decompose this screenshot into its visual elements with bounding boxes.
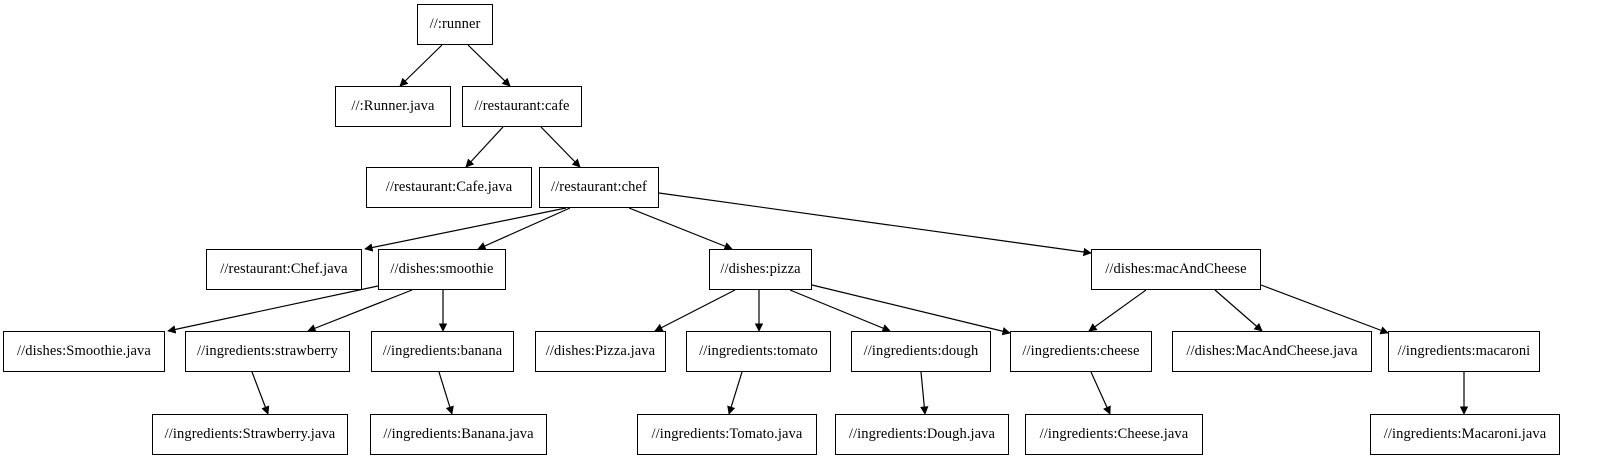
graph-node-label: //dishes:smoothie [390, 261, 494, 278]
graph-node-label: //ingredients:Banana.java [383, 426, 534, 443]
graph-node-label: //dishes:Smoothie.java [17, 343, 151, 360]
graph-node-dishes_macandcheese[interactable]: //dishes:macAndCheese [1091, 249, 1261, 290]
graph-node-ing_dough[interactable]: //ingredients:dough [851, 331, 991, 372]
graph-node-cheese_java[interactable]: //ingredients:Cheese.java [1025, 414, 1203, 455]
graph-node-label: //:Runner.java [351, 98, 435, 115]
graph-node-label: //:runner [429, 16, 481, 33]
graph-node-label: //restaurant:cafe [474, 98, 570, 115]
graph-node-label: //ingredients:tomato [699, 343, 818, 360]
graph-node-macaroni_java[interactable]: //ingredients:Macaroni.java [1370, 414, 1560, 455]
graph-node-macandcheese_java[interactable]: //dishes:MacAndCheese.java [1172, 331, 1372, 372]
graph-node-label: //ingredients:Cheese.java [1039, 426, 1189, 443]
graph-node-smoothie_java[interactable]: //dishes:Smoothie.java [3, 331, 165, 372]
graph-node-tomato_java[interactable]: //ingredients:Tomato.java [637, 414, 817, 455]
graph-node-runner[interactable]: //:runner [417, 4, 493, 45]
graph-node-label: //ingredients:Tomato.java [651, 426, 803, 443]
graph-node-strawberry_java[interactable]: //ingredients:Strawberry.java [152, 414, 348, 455]
graph-node-pizza_java[interactable]: //dishes:Pizza.java [535, 331, 666, 372]
graph-node-cafe_java[interactable]: //restaurant:Cafe.java [366, 167, 532, 208]
graph-node-ing_macaroni[interactable]: //ingredients:macaroni [1388, 331, 1540, 372]
graph-node-label: //restaurant:Chef.java [220, 261, 348, 278]
graph-node-label: //ingredients:banana [382, 343, 503, 360]
graph-node-ing_cheese[interactable]: //ingredients:cheese [1010, 331, 1152, 372]
graph-node-label: //dishes:macAndCheese [1105, 261, 1247, 278]
graph-node-label: //ingredients:Dough.java [848, 426, 996, 443]
graph-node-runner_java[interactable]: //:Runner.java [335, 86, 451, 127]
graph-node-label: //ingredients:Macaroni.java [1383, 426, 1547, 443]
graph-node-label: //ingredients:macaroni [1397, 343, 1531, 360]
graph-node-label: //ingredients:Strawberry.java [164, 426, 336, 443]
graph-node-label: //ingredients:cheese [1022, 343, 1140, 360]
graph-node-label: //ingredients:strawberry [197, 343, 338, 360]
graph-node-dishes_smoothie[interactable]: //dishes:smoothie [378, 249, 506, 290]
graph-node-banana_java[interactable]: //ingredients:Banana.java [370, 414, 547, 455]
graph-node-ing_banana[interactable]: //ingredients:banana [371, 331, 514, 372]
graph-node-ing_strawberry[interactable]: //ingredients:strawberry [185, 331, 350, 372]
graph-node-restaurant_cafe[interactable]: //restaurant:cafe [462, 86, 582, 127]
graph-node-label: //restaurant:Cafe.java [385, 179, 513, 196]
graph-node-ing_tomato[interactable]: //ingredients:tomato [686, 331, 831, 372]
graph-node-dishes_pizza[interactable]: //dishes:pizza [709, 249, 812, 290]
graph-node-dough_java[interactable]: //ingredients:Dough.java [835, 414, 1009, 455]
graph-node-label: //dishes:MacAndCheese.java [1186, 343, 1358, 360]
graph-node-restaurant_chef[interactable]: //restaurant:chef [539, 167, 659, 208]
graph-node-label: //restaurant:chef [551, 179, 647, 196]
graph-node-chef_java[interactable]: //restaurant:Chef.java [206, 249, 362, 290]
graph-node-label: //dishes:pizza [720, 261, 801, 278]
graph-node-label: //dishes:Pizza.java [545, 343, 656, 360]
graph-node-label: //ingredients:dough [863, 343, 979, 360]
